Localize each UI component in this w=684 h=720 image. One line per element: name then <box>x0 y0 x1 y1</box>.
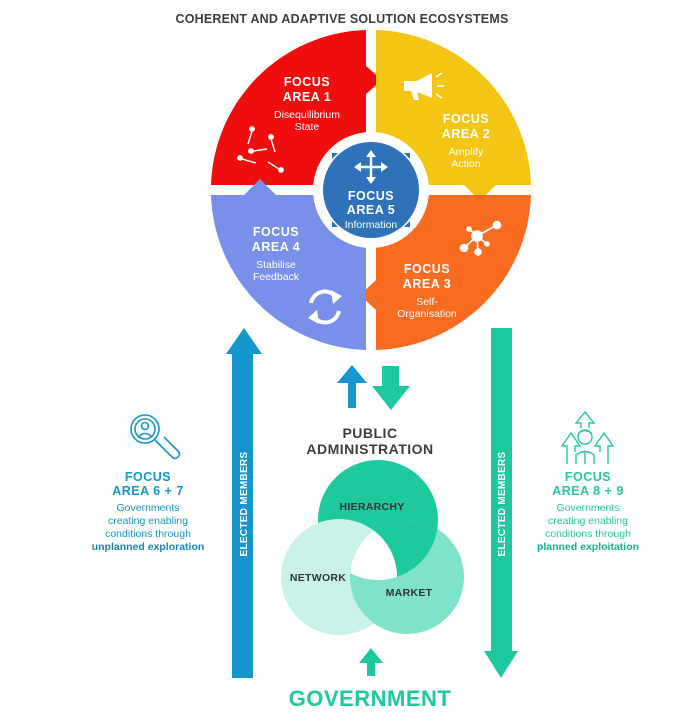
down-arrow-icon <box>372 366 410 410</box>
focus-area-8-9-body-1: Governments <box>556 502 620 514</box>
focus-area-5-heading-number: AREA 5 <box>347 203 395 217</box>
wheel <box>211 30 531 350</box>
ring-triangle <box>332 153 338 159</box>
up-arrow-icon <box>337 365 367 408</box>
focus-area-2-subtitle: Amplify <box>449 146 484 158</box>
venn-label-market: MARKET <box>386 587 433 599</box>
focus-area-2-heading: FOCUS <box>443 112 489 126</box>
focus-area-4-subtitle-2: Feedback <box>253 271 300 283</box>
focus-area-1-subtitle: Disequilibrium <box>274 109 340 121</box>
venn-label-hierarchy: HIERARCHY <box>339 501 404 513</box>
scatter-arrows-icon <box>237 126 284 173</box>
elected-members-down-arrow <box>484 328 518 678</box>
focus-area-4-segment[interactable] <box>211 195 366 350</box>
focus-area-2-segment[interactable] <box>376 30 531 185</box>
focus-area-8-9-body-3: conditions through <box>545 528 631 540</box>
focus-area-6-7-emphasis: unplanned exploration <box>91 541 205 553</box>
focus-area-1-heading-number: AREA 1 <box>283 90 331 104</box>
magnifier-person-icon <box>130 414 181 460</box>
refresh-icon <box>308 289 342 325</box>
move-arrows-icon <box>354 150 388 184</box>
focus-area-3-subtitle-2: Organisation <box>397 308 457 320</box>
focus-area-3-subtitle: Self- <box>416 296 438 308</box>
focus-area-3-heading-number: AREA 3 <box>403 277 451 291</box>
focus-area-1-segment[interactable] <box>211 30 366 185</box>
government-title: GOVERNMENT <box>288 686 452 711</box>
government-up-arrow-icon <box>359 648 383 676</box>
focus-area-6-7-heading: FOCUS <box>124 470 172 484</box>
venn-diagram <box>281 460 464 635</box>
focus-area-6-7-heading-number: AREA 6 + 7 <box>112 484 184 498</box>
ring-triangle <box>404 221 410 227</box>
focus-area-4-heading: FOCUS <box>253 225 299 239</box>
network-nodes-icon <box>459 220 502 256</box>
focus-area-5-subtitle: Information <box>345 219 398 231</box>
megaphone-icon <box>404 72 444 100</box>
elected-members-up-arrow <box>226 328 262 678</box>
venn-label-network: NETWORK <box>290 572 346 584</box>
public-administration-line-1: PUBLIC <box>342 425 398 441</box>
focus-area-1-pointer <box>366 66 382 94</box>
focus-area-2-heading-number: AREA 2 <box>442 127 490 141</box>
focus-area-3-pointer <box>360 280 376 310</box>
focus-area-8-9-body-2: creating enabling <box>548 515 628 527</box>
focus-area-4-subtitle: Stabilise <box>256 259 296 271</box>
focus-area-8-9-panel: FOCUS AREA 8 + 9 Governments creating en… <box>528 470 648 554</box>
focus-area-4-pointer <box>244 179 276 195</box>
focus-area-6-7-panel: FOCUS AREA 6 + 7 Governments creating en… <box>88 470 208 554</box>
public-administration-line-2: ADMINISTRATION <box>306 441 434 457</box>
focus-area-1-subtitle-2: State <box>295 121 320 133</box>
focus-area-6-7-body-2: creating enabling <box>108 515 188 527</box>
ring-triangle <box>404 153 410 159</box>
focus-area-5-heading: FOCUS <box>348 189 394 203</box>
focus-area-3-heading: FOCUS <box>404 262 450 276</box>
focus-area-5-circle[interactable] <box>323 142 419 238</box>
focus-area-2-pointer <box>464 185 496 201</box>
focus-area-8-9-heading-number: AREA 8 + 9 <box>552 484 624 498</box>
focus-area-1-heading: FOCUS <box>284 75 330 89</box>
focus-area-8-9-emphasis: planned exploitation <box>536 541 640 553</box>
diagram-title: COHERENT AND ADAPTIVE SOLUTION ECOSYSTEM… <box>175 12 509 26</box>
elected-members-left-label: ELECTED MEMBERS <box>239 451 250 556</box>
focus-area-2-subtitle-2: Action <box>451 158 480 170</box>
elected-members-right-label: ELECTED MEMBERS <box>497 451 508 556</box>
person-up-arrows-icon <box>560 410 615 464</box>
focus-area-6-7-body-1: Governments <box>116 502 180 514</box>
ring-triangle <box>332 221 338 227</box>
public-administration-title: PUBLIC ADMINISTRATION <box>270 425 470 457</box>
focus-area-3-segment[interactable] <box>376 195 531 350</box>
focus-area-4-heading-number: AREA 4 <box>252 240 300 254</box>
focus-area-8-9-heading: FOCUS <box>564 470 612 484</box>
focus-area-6-7-body-3: conditions through <box>105 528 191 540</box>
